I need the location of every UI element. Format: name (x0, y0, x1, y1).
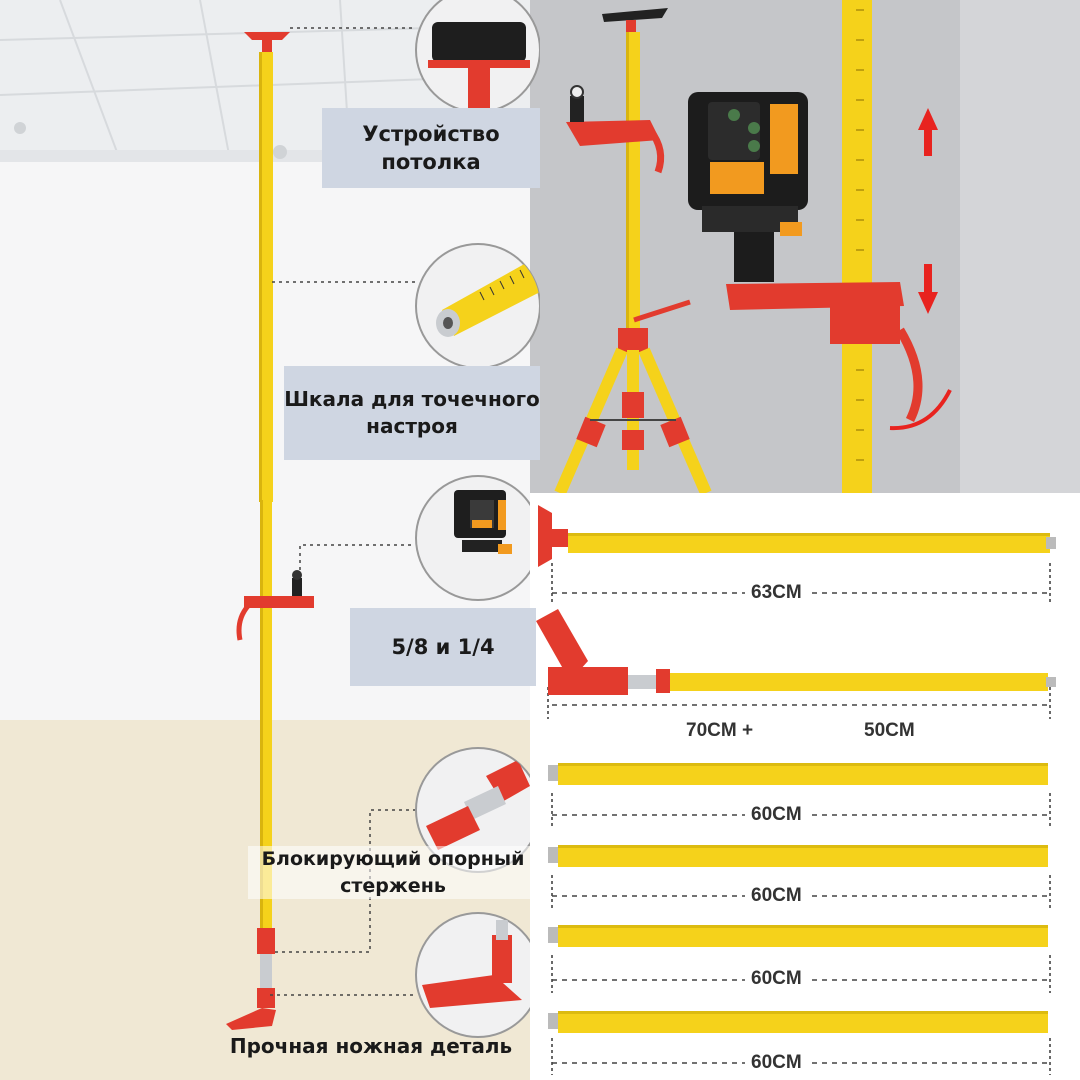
segment-length-60-d: 60CM (745, 1052, 808, 1074)
label-scale: Шкала для точечного настроя (284, 366, 540, 460)
segment-rod-1 (568, 533, 1050, 553)
segment-length-60-c: 60CM (745, 968, 808, 990)
product-photo (554, 0, 952, 493)
segment-length-50: 50CM (858, 720, 921, 742)
segment-rod-5 (558, 925, 1048, 947)
segment-rod-3 (558, 763, 1048, 785)
label-lock-rod: Блокирующий опорный стержень (248, 846, 538, 900)
label-foot: Прочная ножная деталь (229, 1034, 513, 1058)
label-thread-size: 5/8 и 1/4 (350, 608, 536, 686)
segment-length-60-a: 60CM (745, 804, 808, 826)
label-ceiling-device: Устройство потолка (322, 108, 540, 188)
segment-length-60-b: 60CM (745, 885, 808, 907)
segment-rod-4 (558, 845, 1048, 867)
segment-length-70: 70CM + (680, 720, 760, 742)
segment-length-63: 63CM (745, 582, 808, 604)
segment-rod-6 (558, 1011, 1048, 1033)
segment-rod-2 (670, 673, 1048, 691)
detail-circles (415, 0, 540, 1038)
telescopic-pole (226, 27, 415, 1030)
